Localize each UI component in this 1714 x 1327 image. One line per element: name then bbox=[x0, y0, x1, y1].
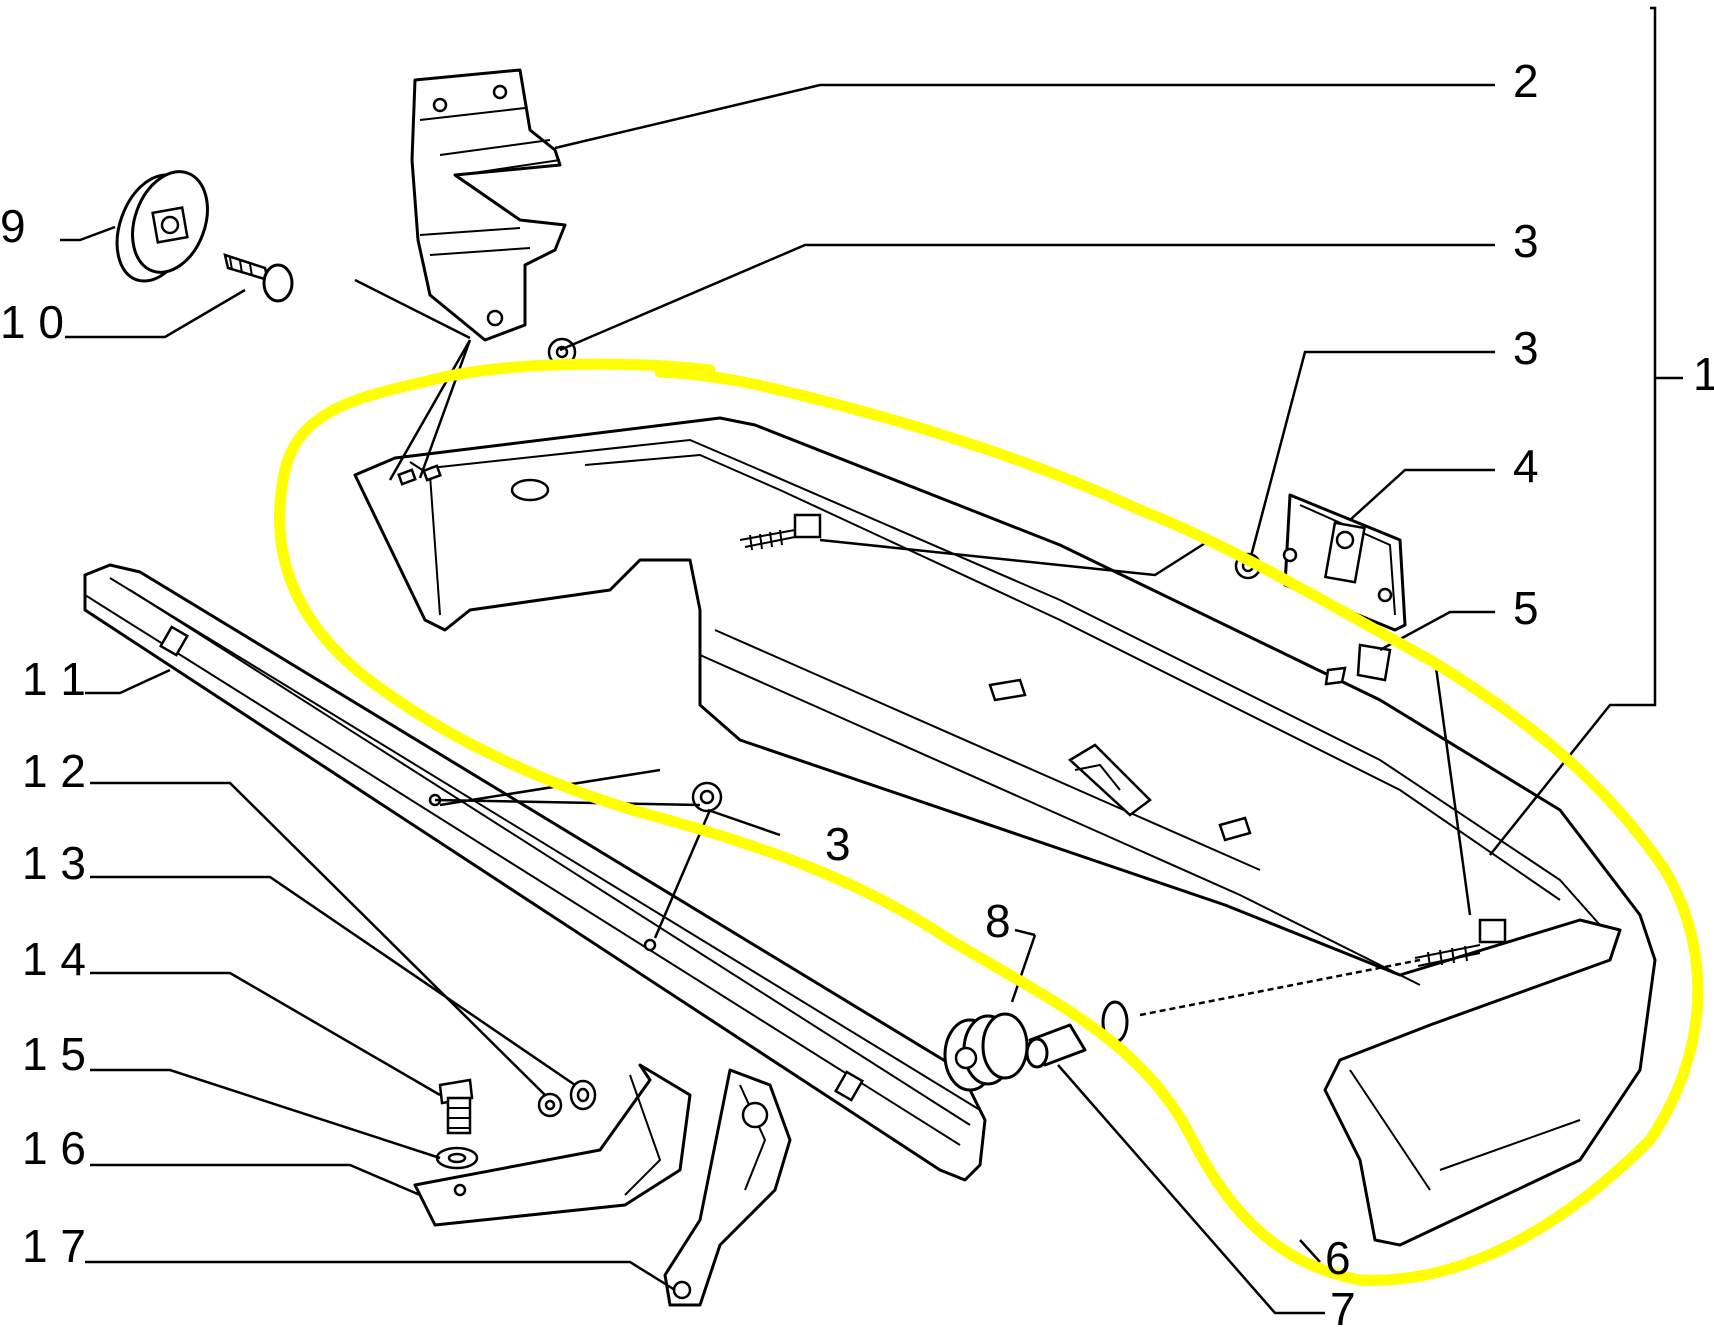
rubber-buffer bbox=[115, 170, 209, 283]
callout-3c: 3 bbox=[825, 818, 851, 870]
callout-15: 1 5 bbox=[22, 1028, 86, 1080]
bushing-8 bbox=[943, 1012, 1029, 1092]
callout-5: 5 bbox=[1513, 582, 1539, 634]
callout-8: 8 bbox=[985, 895, 1011, 947]
callout-2: 2 bbox=[1513, 55, 1539, 107]
callout-3a: 3 bbox=[1513, 215, 1539, 267]
callout-7: 7 bbox=[1330, 1283, 1356, 1327]
impact-bar bbox=[83, 563, 987, 1182]
callout-4: 4 bbox=[1513, 440, 1539, 492]
callout-16: 1 6 bbox=[22, 1122, 86, 1174]
bumper-cover bbox=[353, 416, 1657, 1247]
bracket-16 bbox=[413, 1063, 692, 1227]
spacer-7 bbox=[1025, 1000, 1129, 1069]
bracket-17 bbox=[663, 1068, 792, 1307]
mounting-bracket bbox=[410, 68, 567, 342]
callout-13: 1 3 bbox=[22, 837, 86, 889]
callout-6: 6 bbox=[1325, 1232, 1351, 1284]
washer-15 bbox=[435, 1146, 479, 1170]
callout-11: 1 1 bbox=[22, 653, 86, 705]
bolt-14 bbox=[438, 1078, 474, 1135]
clip-5 bbox=[1324, 643, 1392, 686]
callout-3b: 3 bbox=[1513, 322, 1539, 374]
callout-1: 1 bbox=[1693, 348, 1714, 400]
leader-lines bbox=[60, 6, 1683, 1315]
highlight-outline bbox=[274, 358, 1704, 1286]
washer-13 bbox=[569, 1079, 597, 1111]
callout-10: 1 0 bbox=[0, 296, 64, 348]
stud-bolt-right bbox=[1414, 918, 1507, 968]
callout-12: 1 2 bbox=[22, 745, 86, 797]
callout-9: 9 bbox=[0, 200, 26, 252]
callout-14: 1 4 bbox=[22, 933, 86, 985]
bolt-10 bbox=[223, 253, 294, 303]
nut-12 bbox=[537, 1092, 563, 1118]
stud-bolt-left bbox=[739, 513, 822, 551]
callout-17: 1 7 bbox=[22, 1220, 86, 1272]
